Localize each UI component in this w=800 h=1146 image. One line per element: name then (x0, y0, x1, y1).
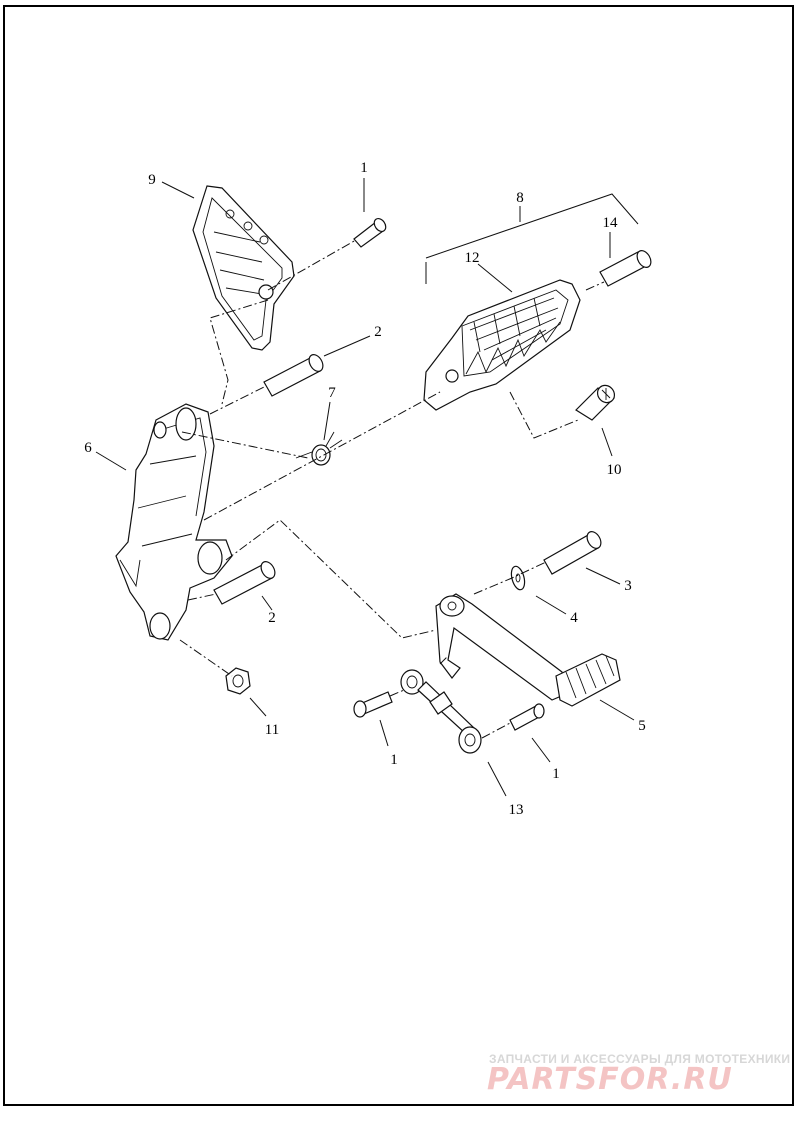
pin-14-part (599, 250, 652, 287)
pin-3-part (543, 531, 602, 575)
callout-3: 3 (624, 578, 632, 594)
watermark-tagline: ЗАПЧАСТИ И АКСЕССУАРЫ ДЛЯ МОТОТЕХНИКИ (489, 1052, 791, 1066)
callout-10: 10 (607, 462, 622, 478)
footpeg-part (423, 279, 581, 411)
centerlines (179, 239, 605, 739)
pin-2-lower-part (213, 561, 276, 605)
shift-lever-part (435, 593, 621, 707)
callout-labels: 1 9 8 14 12 2 7 6 10 3 2 4 11 5 1 1 13 (84, 160, 646, 818)
bracket-part (115, 403, 233, 641)
callout-13: 13 (509, 802, 524, 818)
heel-guard-part (192, 185, 295, 351)
pin-1-top-part (353, 217, 387, 248)
callout-14: 14 (603, 215, 619, 231)
callout-11: 11 (265, 722, 279, 738)
linkage-rod-part (400, 669, 482, 754)
washer-part (510, 565, 526, 591)
callout-6: 6 (84, 440, 92, 456)
bolt-1-right-part (509, 703, 545, 731)
callout-2-lower: 2 (268, 610, 276, 626)
callout-4: 4 (570, 610, 578, 626)
callout-7: 7 (328, 385, 336, 401)
pivot-pin-10-part (575, 384, 616, 421)
callout-1-left: 1 (390, 752, 398, 768)
callout-1-right: 1 (552, 766, 560, 782)
callout-8: 8 (516, 190, 524, 206)
watermark-brand: PARTSFOR.RU (487, 1062, 733, 1097)
diagram-frame (3, 5, 794, 1106)
leader-lines (95, 178, 639, 797)
callout-12: 12 (465, 250, 480, 266)
callout-5: 5 (638, 718, 646, 734)
bolt-1-left-part (353, 691, 393, 718)
spring-part (295, 431, 343, 466)
callout-1-top: 1 (360, 160, 368, 176)
callout-2-upper: 2 (374, 324, 382, 340)
callout-9: 9 (148, 172, 156, 188)
nut-part (225, 667, 251, 695)
pin-2-upper-part (263, 354, 324, 397)
